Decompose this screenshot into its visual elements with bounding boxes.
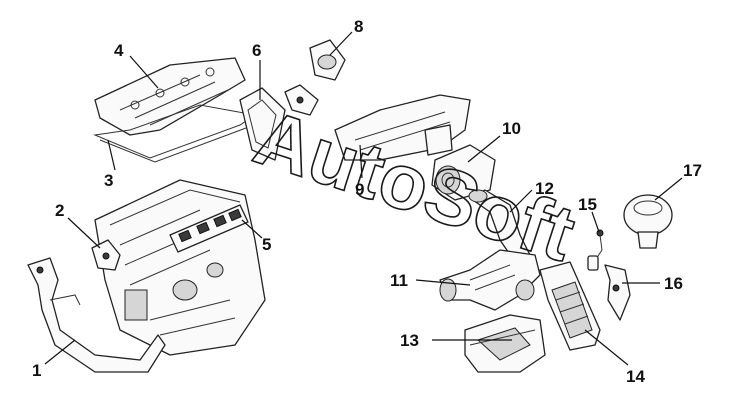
callout-8: 8	[329, 17, 363, 56]
throttle-body	[431, 144, 496, 201]
callout-8-label: 8	[354, 17, 363, 36]
callout-9: 9	[355, 144, 364, 199]
resonator-canister	[623, 194, 673, 249]
callout-1: 1	[32, 339, 76, 380]
callout-17: 17	[654, 161, 702, 201]
small-bracket	[284, 84, 319, 116]
coolant-pipe	[27, 257, 166, 373]
callout-2-label: 2	[55, 201, 64, 220]
callout-10-label: 10	[502, 119, 521, 138]
air-duct-assembly	[439, 249, 541, 311]
callout-6-label: 6	[252, 41, 261, 60]
callout-14: 14	[584, 329, 645, 386]
callout-6: 6	[252, 41, 261, 100]
mounting-bracket	[604, 264, 631, 321]
air-filter-element	[539, 261, 601, 351]
callout-11: 11	[390, 271, 471, 290]
callout-2: 2	[55, 201, 101, 249]
callout-11-label: 11	[390, 271, 408, 290]
callout-3-label: 3	[104, 171, 113, 190]
intake-manifold	[334, 94, 471, 161]
sensor	[587, 229, 604, 271]
callout-4-label: 4	[114, 41, 124, 60]
callout-14-label: 14	[626, 367, 645, 386]
callout-13: 13	[400, 331, 512, 350]
callout-5: 5	[241, 219, 271, 254]
callout-3: 3	[104, 139, 116, 190]
small-fitting	[309, 39, 346, 81]
gasket-set	[239, 87, 286, 161]
callout-12-label: 12	[535, 179, 554, 198]
callout-9-label: 9	[355, 180, 364, 199]
manifold-gasket	[169, 204, 249, 253]
callout-16-label: 16	[664, 274, 683, 293]
callout-17-label: 17	[683, 161, 702, 180]
callout-15-label: 15	[578, 195, 597, 214]
cylinder-head-cover	[94, 57, 246, 136]
callout-10: 10	[467, 119, 521, 163]
callout-12: 12	[509, 179, 554, 213]
callout-4: 4	[114, 41, 159, 89]
intake-hose	[468, 189, 531, 263]
callout-16: 16	[622, 274, 683, 293]
callout-5-label: 5	[262, 235, 271, 254]
callout-13-label: 13	[400, 331, 419, 350]
air-filter-lower-housing	[464, 314, 546, 373]
callout-15: 15	[578, 195, 600, 233]
callout-1-label: 1	[32, 361, 41, 380]
